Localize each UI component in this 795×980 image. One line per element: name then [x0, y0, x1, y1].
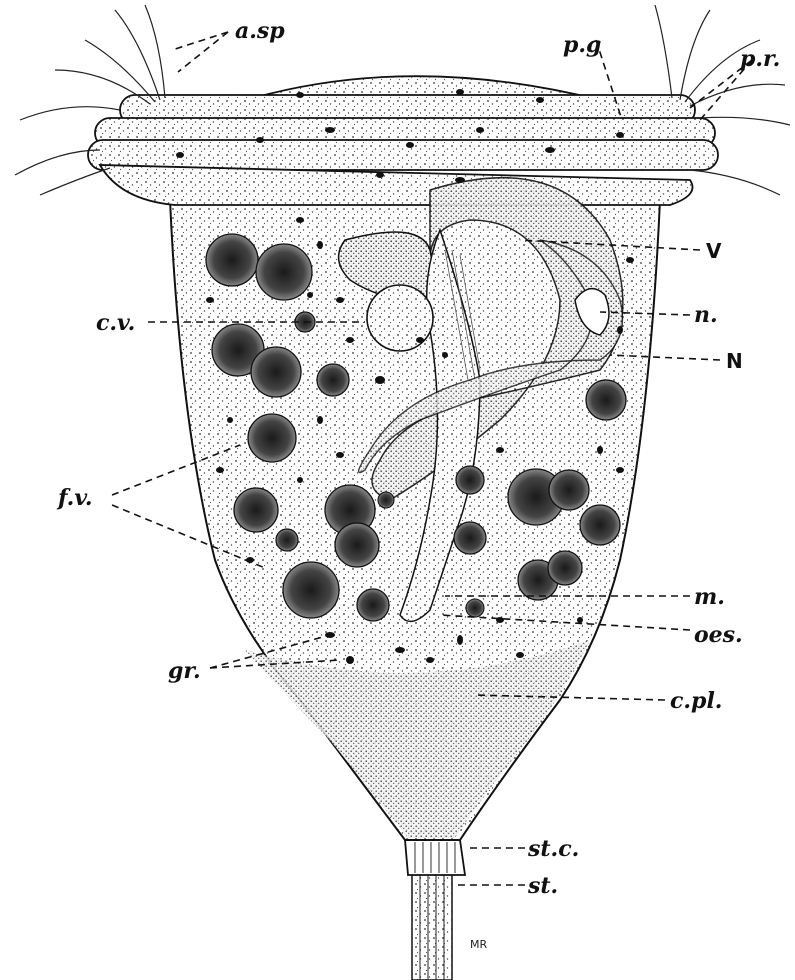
label-gr: gr. — [168, 658, 201, 684]
label-c-v: c.v. — [96, 310, 135, 336]
label-V: V — [706, 239, 722, 263]
label-p-g: p.g — [563, 32, 601, 58]
label-a-sp: a.sp — [235, 18, 285, 44]
label-st: st. — [527, 873, 558, 899]
label-m: m. — [694, 584, 725, 610]
peristome — [88, 76, 718, 205]
stalk — [412, 872, 452, 980]
label-n: n. — [694, 302, 718, 328]
label-c-pl: c.pl. — [670, 688, 722, 714]
stalk-collar — [405, 840, 465, 875]
artist-signature: MR — [470, 938, 487, 951]
label-oes: oes. — [694, 622, 743, 648]
label-p-r: p.r. — [740, 46, 780, 72]
label-N: N — [726, 349, 743, 373]
label-st-c: st.c. — [527, 836, 579, 862]
label-f-v: f.v. — [56, 485, 93, 511]
